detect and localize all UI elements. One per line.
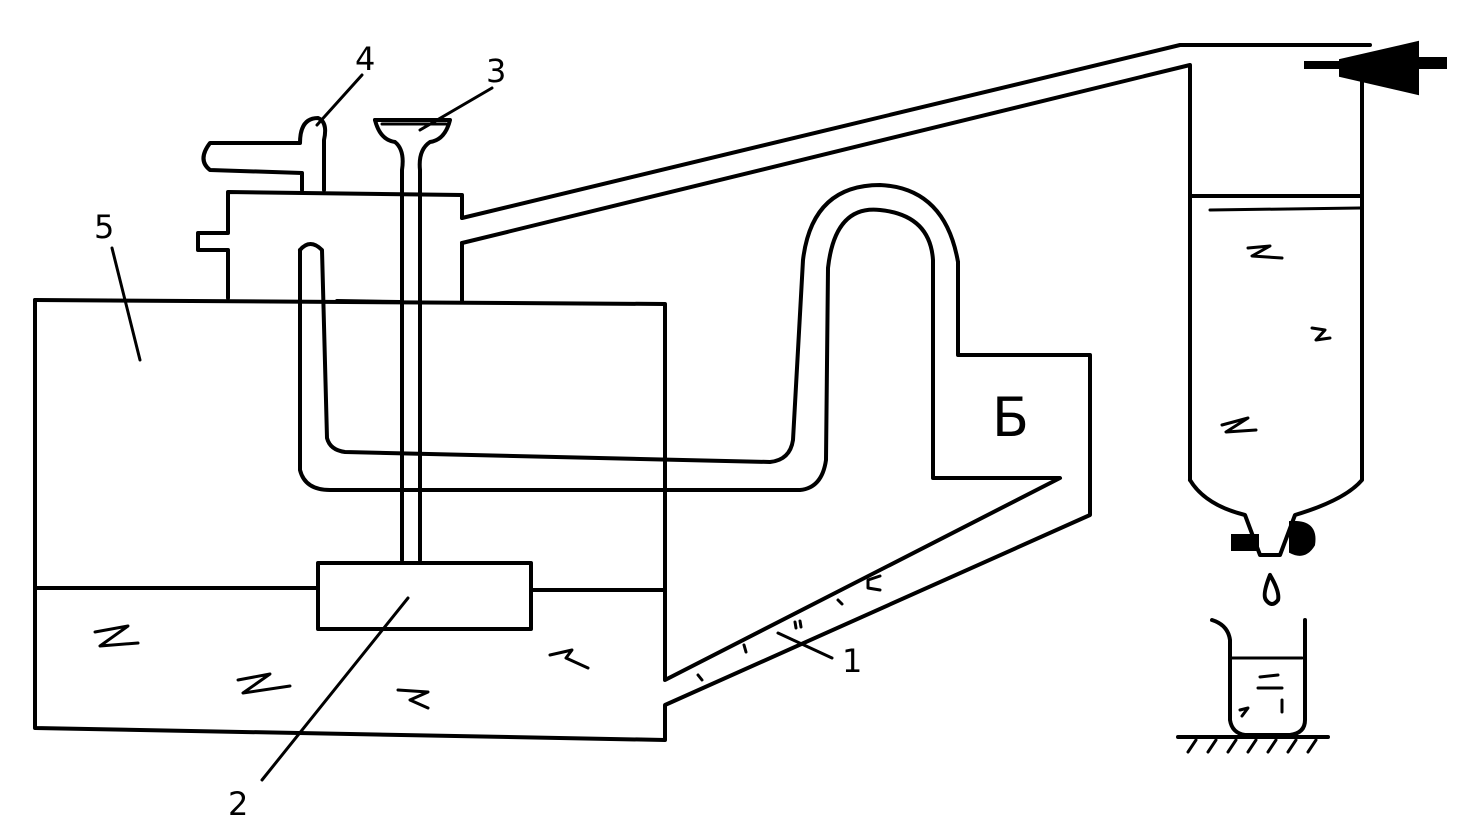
label-1: 1	[842, 642, 862, 680]
main-tank	[33, 260, 1092, 742]
funnel	[373, 118, 452, 562]
siphon-tube	[298, 183, 960, 492]
piston-block	[316, 561, 533, 631]
label-2: 2	[228, 785, 248, 823]
drop-icon	[1262, 573, 1281, 606]
right-vessel	[1188, 58, 1364, 557]
stopcock-icon	[1231, 520, 1316, 556]
part-labels: 1 2 3 4 5	[94, 40, 862, 823]
beaker	[1210, 618, 1307, 737]
leader-5	[110, 246, 142, 362]
lid-housing	[196, 190, 464, 304]
leader-2	[260, 596, 410, 782]
ground-base	[1176, 735, 1330, 754]
leader-3	[418, 86, 494, 132]
stopper-icon	[1304, 40, 1447, 96]
leader-1	[776, 631, 834, 660]
inlet-pipe	[201, 116, 328, 192]
chamber-b: Б	[992, 386, 1029, 449]
chamber-letter: Б	[992, 386, 1029, 449]
label-3: 3	[486, 52, 506, 90]
leader-4	[315, 73, 364, 127]
transfer-tube	[460, 43, 1372, 482]
label-4: 4	[355, 40, 375, 78]
leader-lines	[110, 73, 834, 782]
label-5: 5	[94, 208, 114, 246]
